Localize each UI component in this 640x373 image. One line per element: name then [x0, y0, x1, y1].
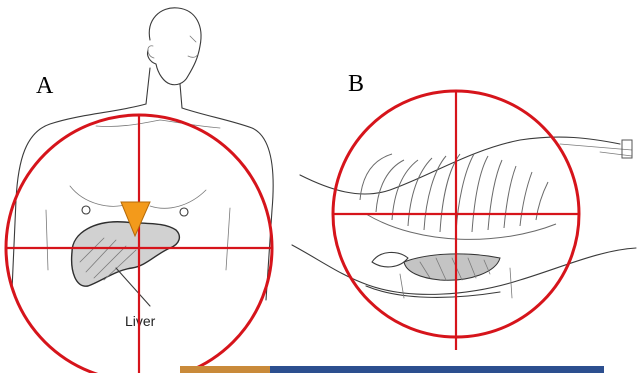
arm-outline [560, 144, 632, 156]
body-outline-top [300, 137, 620, 194]
panel-b: B [292, 71, 636, 350]
ear [148, 46, 154, 58]
head-outline [147, 8, 201, 85]
liver-label: Liver [125, 313, 156, 329]
left-nipple [82, 206, 90, 214]
clavicles [96, 120, 220, 128]
bottom-bar-accent [180, 366, 270, 373]
panel-b-letter: B [348, 71, 364, 97]
right-nipple [180, 208, 188, 216]
panel-a-letter: A [36, 73, 54, 99]
neck-outline [146, 68, 182, 108]
panel-a: Liver A [6, 8, 273, 373]
rib-cage [360, 154, 556, 239]
liver-leader-line [116, 268, 150, 306]
face-detail [188, 36, 198, 57]
